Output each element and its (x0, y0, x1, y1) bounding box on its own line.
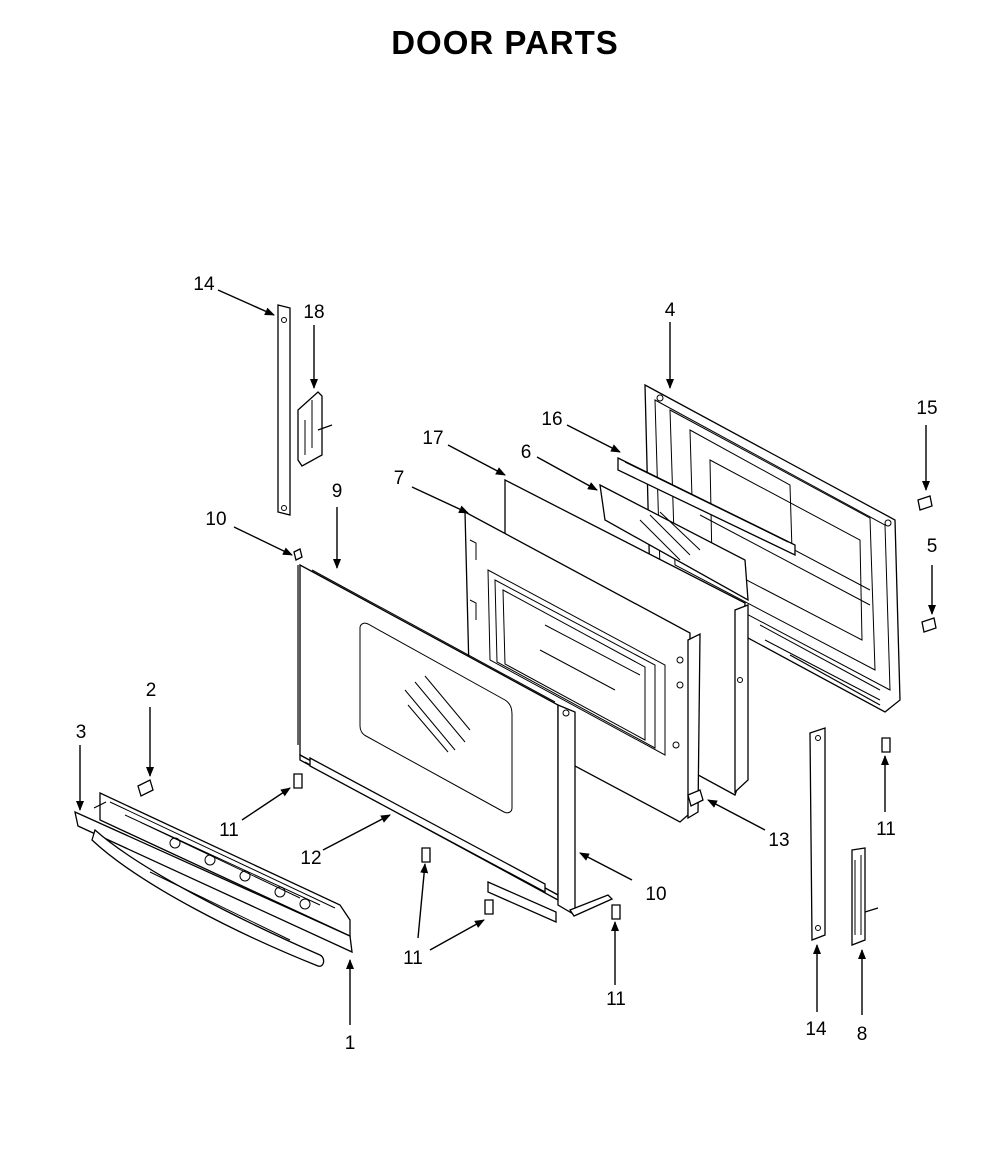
page-title: DOOR PARTS (391, 24, 619, 61)
screw-11-b (421, 847, 431, 863)
lower-trim-strip (309, 756, 546, 894)
leader-arrows (76, 289, 936, 1025)
hinge-channel-right (809, 727, 826, 941)
callout-1: 1 (345, 1033, 356, 1054)
callout-17: 17 (422, 428, 443, 449)
callout-6: 6 (521, 442, 532, 463)
callout-10-left: 10 (205, 509, 226, 530)
callout-14-bottom: 14 (805, 1019, 827, 1040)
callout-5: 5 (927, 536, 938, 557)
callout-7: 7 (394, 468, 405, 489)
screw-11-a (293, 773, 303, 789)
callout-13: 13 (768, 830, 789, 851)
screw-2 (137, 779, 154, 797)
callout-15: 15 (916, 398, 937, 419)
callout-11-center: 11 (403, 948, 423, 969)
screw-15 (917, 495, 933, 511)
callout-8: 8 (857, 1024, 868, 1045)
clip-10-left (293, 548, 303, 561)
inner-door-liner (644, 383, 901, 713)
callout-2: 2 (146, 680, 157, 701)
callout-14-top: 14 (193, 274, 215, 295)
screw-13 (687, 789, 704, 807)
callout-11-left: 11 (219, 820, 239, 841)
bottom-trim-left (487, 881, 557, 923)
callout-16: 16 (541, 409, 562, 430)
callout-9: 9 (332, 481, 343, 502)
door-side-trim-right (557, 704, 576, 917)
callout-12: 12 (300, 848, 321, 869)
hinge-channel-left (277, 304, 291, 516)
screw-11-e (881, 737, 891, 753)
hinge-right (851, 847, 879, 946)
callout-18: 18 (303, 302, 324, 323)
callout-11-bottom: 11 (606, 989, 626, 1010)
callout-10-right: 10 (645, 884, 666, 905)
door-seal-strip (789, 654, 881, 706)
handle-pin (93, 801, 107, 809)
screw-5 (921, 617, 937, 633)
callout-11-right: 11 (876, 819, 896, 840)
hinge-left (297, 391, 333, 467)
callout-3: 3 (76, 722, 87, 743)
screw-11-c (484, 899, 494, 915)
inner-glass (599, 483, 749, 602)
door-handle (74, 791, 353, 967)
callout-4: 4 (665, 300, 676, 321)
bottom-trim-right (569, 894, 614, 917)
screw-11-d (611, 904, 621, 920)
glass-pack-16 (617, 456, 796, 557)
window-frame (464, 510, 701, 823)
